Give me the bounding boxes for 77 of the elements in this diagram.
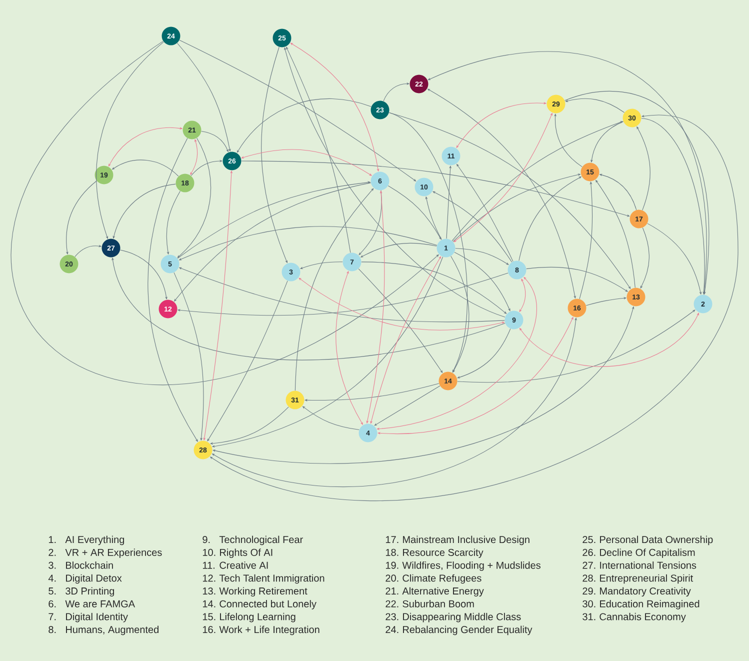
list-text: Resource Scarcity	[403, 548, 484, 558]
arrow	[236, 98, 372, 153]
list-text: Digital Identity	[66, 612, 128, 622]
list-text: Technological Fear	[219, 536, 303, 546]
list-number: 30.	[582, 600, 596, 608]
list-text: Mandatory Creativity	[600, 587, 691, 597]
list-text: Wildfires, Flooding + Mudslides	[402, 561, 540, 571]
list-number: 25.	[582, 536, 596, 544]
arrow	[286, 46, 351, 253]
list-number: 16.	[202, 626, 216, 634]
list-number: 4.	[48, 574, 56, 582]
list-number: 23.	[386, 613, 398, 620]
list-number: 5.	[48, 588, 56, 595]
double-headed-arrow	[370, 256, 442, 424]
list-text: Decline Of Capitalism	[600, 548, 695, 558]
arrow	[207, 280, 288, 442]
list-text: Connected but Lonely	[220, 600, 316, 610]
list-number: 17.	[386, 536, 398, 543]
list-number: 13.	[202, 587, 216, 595]
list-text: Climate Refugees	[402, 574, 482, 584]
list-text: Rebalancing Gender Equality	[403, 626, 532, 636]
list-number: 29.	[582, 587, 596, 595]
list-text: Cannabis Economy	[600, 612, 686, 622]
arrow	[294, 188, 374, 391]
list-number: 1.	[48, 536, 56, 543]
arrow	[148, 138, 198, 442]
list-text: Humans, Augmented	[66, 626, 158, 636]
list-text: Education Reimagined	[600, 600, 700, 610]
arrow	[455, 248, 509, 265]
list-text: AI Everything	[65, 536, 124, 546]
list-number: 28.	[582, 574, 596, 582]
list-number: 2.	[48, 548, 56, 556]
list-text: 3D Printing	[66, 587, 114, 597]
list-number: 15.	[202, 613, 216, 620]
list-text: Creative AI	[220, 561, 268, 569]
arrow	[210, 406, 289, 445]
list-number: 31.	[582, 613, 596, 620]
list-text: Entrepreneurial Spirit	[600, 574, 694, 584]
arrow	[374, 386, 440, 426]
arrow	[457, 310, 696, 383]
list-text: Lifelong Learning	[220, 612, 296, 622]
list-number: 6.	[48, 600, 56, 608]
list-text: Work + Life Integration	[219, 626, 320, 636]
list-text: Digital Detox	[66, 574, 122, 584]
list-number: 24.	[386, 626, 398, 634]
list-number: 20.	[386, 574, 398, 582]
arrow	[428, 52, 707, 295]
list-text: International Tensions	[600, 561, 696, 569]
list-number: 10.	[202, 548, 216, 556]
list-text: Mainstream Inclusive Design	[403, 536, 530, 546]
list-text: Working Retirement	[219, 587, 308, 597]
list-text: We are FAMGA	[65, 600, 136, 608]
list-number: 27.	[582, 562, 596, 569]
list-number: 8.	[48, 626, 56, 634]
list-text: Disappearing Middle Class	[403, 612, 521, 622]
list-number: 3.	[48, 562, 56, 569]
list-number: 18.	[386, 548, 398, 556]
list-number: 9.	[202, 536, 210, 544]
arrow	[177, 138, 212, 258]
list-text: Alternative Energy	[402, 587, 484, 597]
list-number: 21.	[386, 587, 398, 594]
list-text: Personal Data Ownership	[600, 536, 713, 546]
list-number: 12.	[202, 574, 216, 582]
arrow	[457, 328, 511, 378]
list-number: 7.	[48, 613, 56, 620]
list-text: Rights Of AI	[220, 548, 272, 558]
list-text: Suburban Boom	[402, 600, 474, 608]
arrow	[241, 160, 630, 217]
list-text: VR + AR Experiences	[65, 548, 162, 558]
list-number: 26.	[582, 548, 596, 556]
list-number: 11.	[202, 562, 214, 569]
list-number: 14.	[202, 600, 216, 608]
list-text: Blockchain	[66, 561, 113, 569]
list-number: 22.	[386, 600, 398, 608]
arrow	[179, 40, 416, 182]
list-text: Tech Talent Immigration	[219, 574, 324, 584]
list-number: 19.	[386, 562, 398, 569]
